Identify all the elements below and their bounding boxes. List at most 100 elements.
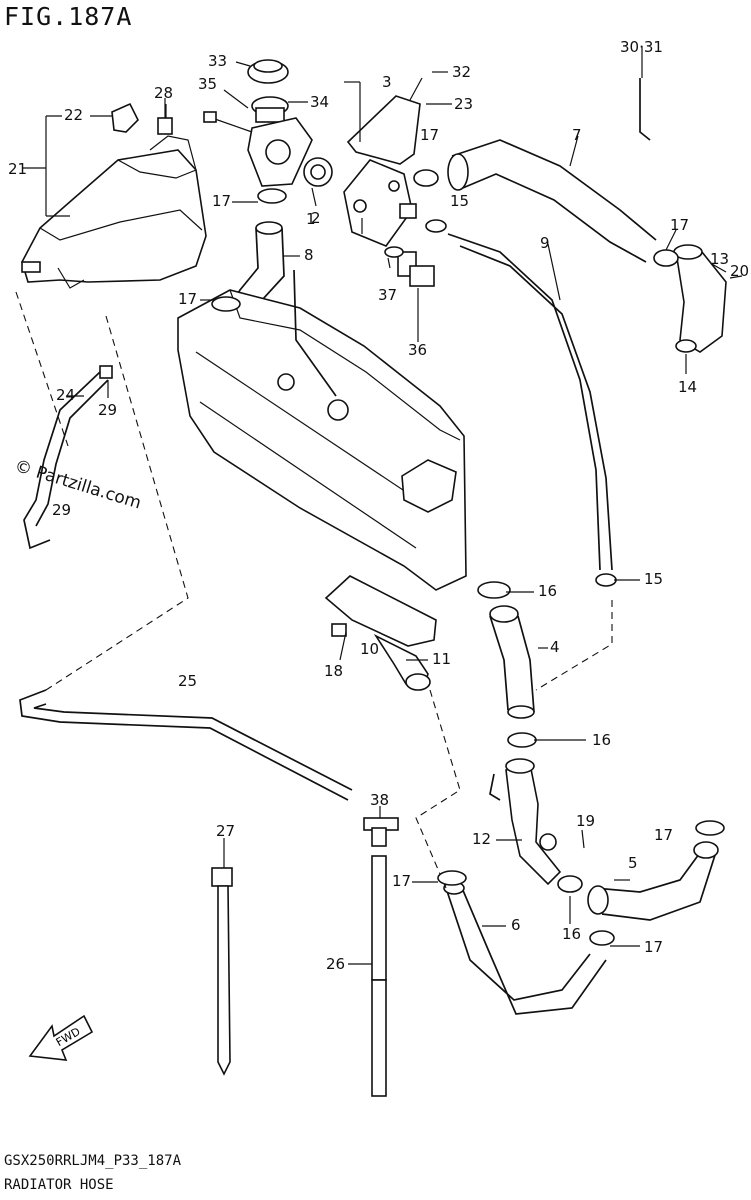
bracket-21: [22, 115, 70, 217]
callout-34: 34: [310, 93, 330, 111]
reservoir-tank: [21, 135, 207, 289]
clamp-16: [507, 732, 537, 748]
callout-16: 16: [592, 731, 612, 749]
callout-4: 4: [550, 638, 560, 656]
callout-15: 15: [450, 192, 470, 210]
o-ring-37: [384, 246, 404, 258]
fitting-11: [373, 633, 431, 691]
hose-25: [19, 689, 353, 801]
clamp-16: [557, 875, 583, 893]
figure-title: FIG.187A: [4, 2, 133, 31]
hose-6: [443, 881, 607, 1015]
leader-lines: [66, 46, 727, 965]
o-ring-14: [675, 339, 697, 353]
thermostat-2: [303, 157, 333, 187]
fwd-arrow: FWD: [28, 1014, 94, 1061]
callout-14: 14: [678, 378, 698, 396]
callout-17: 17: [670, 216, 690, 234]
tie-strap-27: [211, 867, 233, 1076]
callout-2: 2: [311, 209, 321, 227]
hose-4: [489, 605, 535, 719]
callout-1: 1: [306, 210, 316, 228]
callout-6: 6: [511, 916, 521, 934]
callout-17: 17: [212, 192, 232, 210]
cap-34: [251, 96, 289, 123]
bolt-28: [157, 98, 173, 135]
reservoir-cap: [111, 102, 139, 133]
callout-38: 38: [370, 791, 390, 809]
callout-17: 17: [420, 126, 440, 144]
hose-7: [447, 139, 657, 263]
callout-17: 17: [392, 872, 412, 890]
callout-22: 22: [64, 106, 84, 124]
callout-18: 18: [324, 662, 344, 680]
clamp-17: [437, 870, 467, 886]
callout-10: 10: [360, 640, 380, 658]
thermostat-housing-1: [343, 159, 417, 247]
callout-35: 35: [198, 75, 218, 93]
callout-29: 29: [52, 501, 72, 519]
callout-27: 27: [216, 822, 236, 840]
callout-33: 33: [208, 52, 228, 70]
callout-11: 11: [432, 650, 452, 668]
callout-19: 19: [576, 812, 596, 830]
hose-5: [587, 841, 719, 921]
hose-26: [371, 855, 387, 1097]
clamp-17: [413, 169, 439, 187]
clamp-30-31: [639, 78, 651, 141]
callout-15: 15: [644, 570, 664, 588]
callout-32: 32: [452, 63, 472, 81]
hose-24: [23, 365, 113, 550]
callout-8: 8: [304, 246, 314, 264]
pipe-12: [489, 758, 562, 886]
callout-12: 12: [472, 830, 492, 848]
clamp-17: [211, 296, 241, 312]
radiator: [177, 269, 467, 591]
clamp-17: [589, 930, 615, 946]
figure-code: GSX250RRLJM4_P33_187A: [4, 1153, 182, 1169]
callout-17: 17: [654, 826, 674, 844]
callout-17: 17: [644, 938, 664, 956]
clamp-16: [477, 581, 511, 599]
t-fitting-38: [363, 817, 399, 847]
dashed-leader-6: [415, 689, 461, 889]
callout-17: 17: [178, 290, 198, 308]
callout-37: 37: [378, 286, 398, 304]
callout-36: 36: [408, 341, 428, 359]
clamp-15: [425, 219, 447, 233]
bolt-20: [729, 275, 743, 279]
bolt-18: [331, 623, 347, 637]
callout-28: 28: [154, 84, 174, 102]
thermostat-cap-33: [247, 59, 289, 84]
figure-name: RADIATOR HOSE: [4, 1177, 114, 1193]
temp-sensor-36: [397, 251, 435, 287]
clamp-17: [695, 820, 725, 836]
callout-16: 16: [562, 925, 582, 943]
bracket-23: [346, 77, 423, 165]
hose-9: [447, 233, 613, 571]
clamp-15: [595, 573, 617, 587]
dashed-leader-21: [15, 291, 69, 447]
callout-25: 25: [178, 672, 198, 690]
callout-21: 21: [8, 160, 28, 178]
callout-3: 3: [382, 73, 392, 91]
bracket-10: [324, 575, 437, 647]
callout-24: 24: [56, 386, 76, 404]
callout-26: 26: [326, 955, 346, 973]
dashed-leader-25: [45, 315, 189, 691]
clamp-17: [653, 249, 679, 267]
thermostat-cover: [203, 111, 313, 187]
callout-16: 16: [538, 582, 558, 600]
callout-7: 7: [572, 126, 582, 144]
callout-5: 5: [628, 854, 638, 872]
clamp-17: [257, 188, 287, 204]
callout-23: 23: [454, 95, 474, 113]
fitting-13: [673, 244, 727, 353]
dashed-leader-4: [535, 600, 613, 691]
callout-29: 29: [98, 401, 118, 419]
callout-9: 9: [540, 234, 550, 252]
callout-13: 13: [710, 250, 730, 268]
callout-30-31: 30·31: [620, 38, 663, 56]
callout-20: 20: [730, 262, 750, 280]
